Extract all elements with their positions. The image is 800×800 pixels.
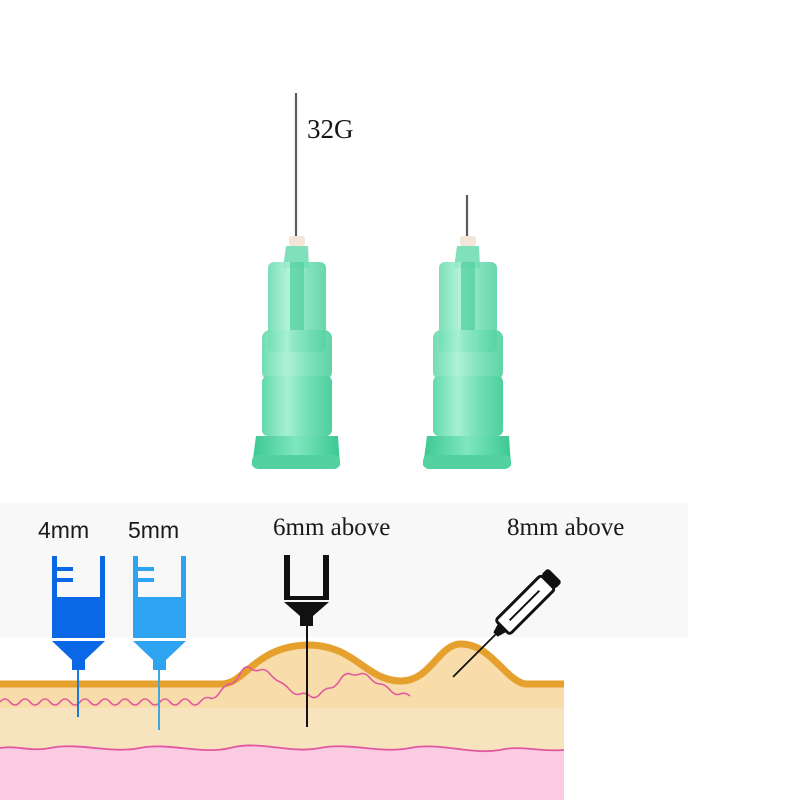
long-needle-hub [252, 93, 340, 469]
syringe-5mm-icon [133, 556, 186, 730]
dermis-layer [0, 643, 564, 708]
syringe-6mm-icon [284, 555, 329, 727]
depth-label-8mm-above: 8mm above [507, 514, 625, 541]
depth-label-4mm: 4mm [38, 517, 90, 543]
depth-label-5mm: 5mm [128, 517, 180, 543]
epidermis-layer [0, 640, 564, 688]
syringe-8mm-icon [452, 569, 561, 678]
product-photo [252, 93, 511, 469]
dermis-squiggle [0, 666, 411, 706]
short-needle-hub [423, 195, 511, 469]
syringe-4mm-icon [52, 556, 105, 717]
depth-label-6mm-above: 6mm above [273, 514, 391, 541]
diagram-panel [0, 503, 688, 637]
fat-muscle-boundary [0, 744, 565, 753]
gauge-label: 32G [307, 114, 354, 144]
